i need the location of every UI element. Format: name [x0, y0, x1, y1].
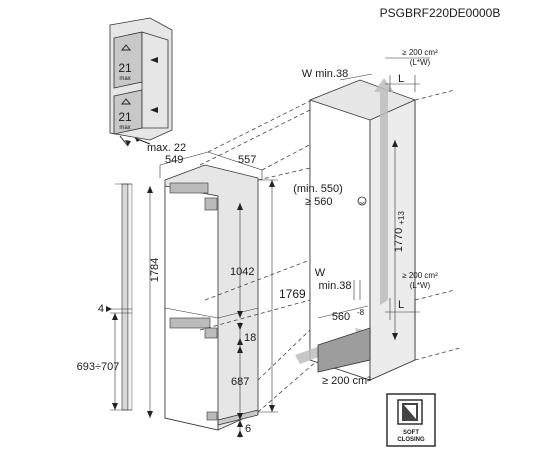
shelf-top-value: 21 [118, 61, 132, 75]
model-code: PSGBRF220DE0000B [380, 6, 501, 20]
niche-1770: 1770 [393, 228, 405, 252]
dim-549: 549 [165, 154, 183, 166]
niche-min-38: min.38 [318, 280, 351, 292]
door-panel [106, 183, 133, 411]
smile-icon [357, 196, 367, 206]
niche-560-tol: -8 [357, 308, 365, 317]
vent-top-sub: (L*W) [410, 58, 431, 67]
shelf-top-unit: max [119, 76, 130, 82]
L-top: L [398, 73, 404, 85]
dim-1042: 1042 [230, 266, 254, 278]
dim-line-687 [237, 346, 243, 420]
vent-mid-sub: (L*W) [410, 281, 431, 290]
appliance-drawing [159, 151, 263, 431]
niche-drawing [295, 57, 461, 381]
weight-icon [120, 44, 132, 51]
niche-w-min-top: W min.38 [302, 68, 348, 80]
shelf-bottom-unit: max [119, 125, 130, 131]
dim-1769: 1769 [279, 287, 306, 301]
niche-ge-560: ≥ 560 [305, 196, 332, 208]
soft-closing-badge: SOFT CLOSING [386, 393, 436, 447]
dim-1784: 1784 [149, 258, 161, 282]
dim-line-18 [237, 322, 243, 348]
niche-w-label: W [315, 267, 326, 279]
dim-557: 557 [238, 154, 256, 166]
vent-mid: ≥ 200 cm² [402, 271, 438, 280]
vent-top: ≥ 200 cm² [402, 48, 438, 57]
shelf-bottom-value: 21 [118, 110, 132, 124]
dim-line-6 [237, 420, 243, 438]
soft-closing-line1: SOFT [403, 430, 419, 436]
projection-lines [199, 99, 373, 413]
vent-bottom: ≥ 200 cm² [322, 375, 371, 387]
door-capacity-icon: 21 max 21 max [109, 17, 173, 147]
dim-18: 18 [244, 332, 256, 344]
dim-max-22: max. 22 [147, 142, 186, 154]
soft-closing-line2: CLOSING [397, 437, 425, 443]
dim-line-1042 [237, 203, 243, 318]
dim-6: 6 [245, 423, 251, 435]
niche-min-550: (min. 550) [293, 183, 343, 195]
niche-560: 560 [332, 311, 350, 323]
dim-4: 4 [98, 303, 104, 315]
L-bottom: L [398, 299, 404, 311]
niche-1770-tol: +13 [397, 211, 406, 225]
dim-687: 687 [231, 376, 249, 388]
dim-line-1769 [258, 179, 278, 413]
dim-line-1784 [147, 186, 153, 418]
dim-693-707: 693÷707 [77, 361, 120, 373]
